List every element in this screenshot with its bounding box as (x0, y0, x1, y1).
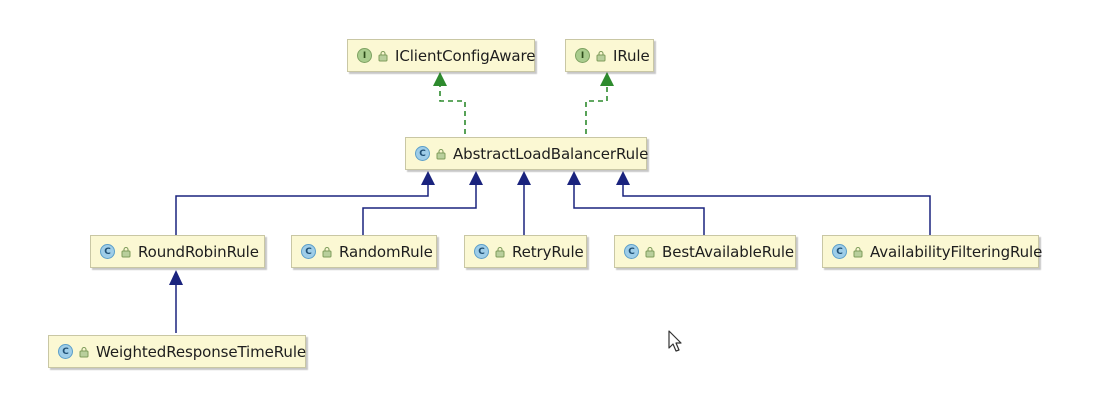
mouse-cursor-icon (668, 330, 682, 352)
class-icon: C (58, 344, 73, 359)
lock-icon (645, 246, 655, 257)
edge-extends-roundrobinrule (175, 184, 429, 235)
node-label: WeightedResponseTimeRule (96, 342, 307, 361)
abstract-class-icon: C (415, 146, 430, 161)
node-roundrobinrule[interactable]: C RoundRobinRule (90, 235, 265, 268)
node-label: AbstractLoadBalancerRule (453, 144, 649, 163)
edge-extends-randomrule (362, 184, 477, 235)
node-abstractloadbalancerrule[interactable]: C AbstractLoadBalancerRule (405, 137, 649, 170)
class-icon: C (624, 244, 639, 259)
edge-extends-bestavailablerule (573, 184, 705, 235)
arrowhead-extends-roundrobinrule (421, 171, 435, 185)
lock-icon (79, 346, 89, 357)
lock-icon (322, 246, 332, 257)
interface-icon: I (575, 48, 590, 63)
node-label: IClientConfigAware (395, 46, 536, 65)
node-irule[interactable]: I IRule (565, 39, 654, 72)
node-label: RoundRobinRule (138, 242, 259, 261)
arrowhead-implements-irule (600, 72, 614, 86)
lock-icon (596, 50, 606, 61)
node-retryrule[interactable]: C RetryRule (464, 235, 587, 268)
lock-icon (436, 148, 446, 159)
lock-icon (121, 246, 131, 257)
edge-extends-availabilityfilteringrule (622, 184, 931, 235)
lock-icon (495, 246, 505, 257)
node-label: RandomRule (339, 242, 433, 261)
node-randomrule[interactable]: C RandomRule (291, 235, 437, 268)
class-icon: C (100, 244, 115, 259)
class-icon: C (832, 244, 847, 259)
arrowhead-extends-randomrule (469, 171, 483, 185)
node-weightedresponsetimerule[interactable]: C WeightedResponseTimeRule (48, 335, 306, 368)
arrowhead-extends-availabilityfilteringrule (616, 171, 630, 185)
lock-icon (378, 50, 388, 61)
arrowhead-extends-weightedresponsetimerule (169, 270, 183, 285)
class-icon: C (474, 244, 489, 259)
node-availabilityfilteringrule[interactable]: C AvailabilityFilteringRule (822, 235, 1043, 268)
lock-icon (853, 246, 863, 257)
arrowhead-extends-bestavailablerule (567, 171, 581, 185)
node-iclientconfigaware[interactable]: I IClientConfigAware (347, 39, 535, 72)
edge-implements-irule (585, 84, 608, 134)
arrowhead-implements-iclientconfigaware (433, 72, 447, 86)
node-label: RetryRule (512, 242, 584, 261)
node-label: IRule (613, 46, 650, 65)
node-label: AvailabilityFilteringRule (870, 242, 1043, 261)
arrowhead-extends-retryrule (517, 171, 531, 185)
class-icon: C (301, 244, 316, 259)
edge-implements-iclientconfigaware (439, 84, 466, 134)
node-label: BestAvailableRule (662, 242, 795, 261)
node-bestavailablerule[interactable]: C BestAvailableRule (614, 235, 796, 268)
interface-icon: I (357, 48, 372, 63)
